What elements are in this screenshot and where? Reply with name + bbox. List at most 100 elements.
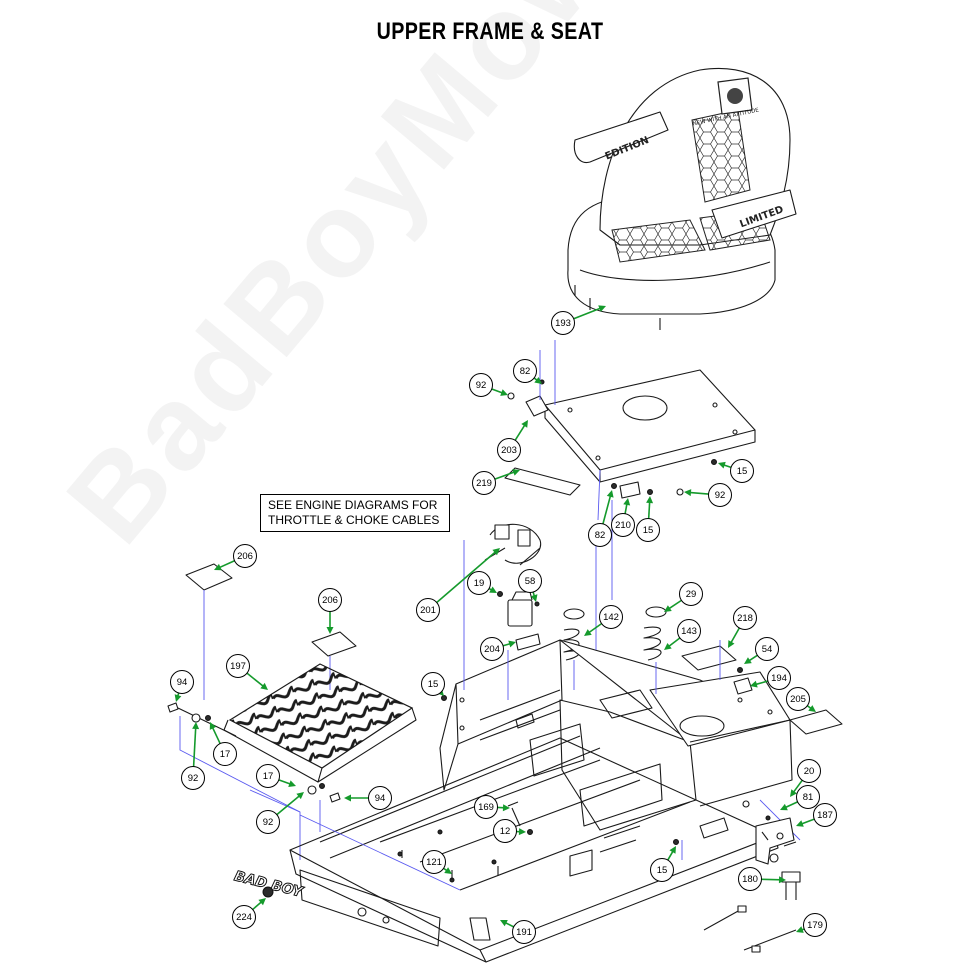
callout-201[interactable]: 201 [416, 598, 440, 622]
callout-197[interactable]: 197 [226, 654, 250, 678]
callout-circle[interactable] [518, 569, 542, 593]
callout-15[interactable]: 15 [730, 459, 754, 483]
callout-29[interactable]: 29 [679, 582, 703, 606]
leader-lines [174, 305, 816, 933]
leader-arrow-121 [444, 867, 452, 874]
leader-line-224 [252, 900, 263, 911]
callout-12[interactable]: 12 [493, 819, 517, 843]
callout-17[interactable]: 17 [213, 742, 237, 766]
callout-label: 180 [742, 874, 758, 885]
callout-218[interactable]: 218 [733, 606, 757, 630]
callout-circle[interactable] [513, 359, 537, 383]
callout-circle[interactable] [181, 766, 205, 790]
callout-circle[interactable] [256, 764, 280, 788]
callout-circle[interactable] [467, 571, 491, 595]
callout-circle[interactable] [368, 786, 392, 810]
callout-circle[interactable] [256, 810, 280, 834]
callout-circle[interactable] [551, 311, 575, 335]
callout-circle[interactable] [512, 920, 536, 944]
callout-92[interactable]: 92 [256, 810, 280, 834]
callout-92[interactable]: 92 [708, 483, 732, 507]
callout-206[interactable]: 206 [233, 544, 257, 568]
leader-line-197 [246, 672, 265, 688]
callout-circle[interactable] [786, 687, 810, 711]
callout-circle[interactable] [755, 637, 779, 661]
callout-54[interactable]: 54 [755, 637, 779, 661]
callout-circle[interactable] [679, 582, 703, 606]
page-title: UPPER FRAME & SEAT [376, 18, 604, 45]
callout-circle[interactable] [226, 654, 250, 678]
callout-circle[interactable] [497, 438, 521, 462]
floor-pan [167, 663, 417, 803]
leader-arrow-58 [530, 594, 538, 602]
leader-line-82 [602, 494, 612, 525]
callout-20[interactable]: 20 [797, 759, 821, 783]
callout-204[interactable]: 204 [480, 637, 504, 661]
callout-205[interactable]: 205 [786, 687, 810, 711]
callout-circle[interactable] [213, 742, 237, 766]
callout-81[interactable]: 81 [796, 785, 820, 809]
callout-82[interactable]: 82 [588, 523, 612, 547]
leader-line-92 [276, 794, 301, 816]
callout-180[interactable]: 180 [738, 867, 762, 891]
callout-circle[interactable] [480, 637, 504, 661]
callout-143[interactable]: 143 [677, 619, 701, 643]
callout-circle[interactable] [421, 672, 445, 696]
callout-142[interactable]: 142 [599, 605, 623, 629]
decal-205 [789, 709, 843, 735]
callout-circle[interactable] [232, 905, 256, 929]
leader-arrow-201 [492, 548, 500, 556]
callout-circle[interactable] [650, 858, 674, 882]
callout-circle[interactable] [738, 867, 762, 891]
callout-92[interactable]: 92 [181, 766, 205, 790]
callout-circle[interactable] [493, 819, 517, 843]
callout-169[interactable]: 169 [474, 795, 498, 819]
callout-203[interactable]: 203 [497, 438, 521, 462]
callout-82[interactable]: 82 [513, 359, 537, 383]
callout-210[interactable]: 210 [611, 513, 635, 537]
callout-circle[interactable] [611, 513, 635, 537]
callout-121[interactable]: 121 [422, 850, 446, 874]
callout-19[interactable]: 19 [467, 571, 491, 595]
callout-194[interactable]: 194 [767, 666, 791, 690]
callout-circle[interactable] [708, 483, 732, 507]
callout-circle[interactable] [636, 518, 660, 542]
callout-15[interactable]: 15 [650, 858, 674, 882]
callout-circle[interactable] [797, 759, 821, 783]
callout-94[interactable]: 94 [368, 786, 392, 810]
callout-circle[interactable] [599, 605, 623, 629]
leader-arrow-206 [214, 563, 222, 571]
callout-circle[interactable] [472, 471, 496, 495]
callout-circle[interactable] [677, 619, 701, 643]
callout-58[interactable]: 58 [518, 569, 542, 593]
leader-arrow-204 [508, 640, 516, 648]
callout-circle[interactable] [422, 850, 446, 874]
callout-circle[interactable] [233, 544, 257, 568]
callout-circle[interactable] [588, 523, 612, 547]
callout-187[interactable]: 187 [813, 803, 837, 827]
callout-circle[interactable] [733, 606, 757, 630]
callout-circle[interactable] [170, 670, 194, 694]
callout-circle[interactable] [803, 913, 827, 937]
callout-circle[interactable] [767, 666, 791, 690]
callout-193[interactable]: 193 [551, 311, 575, 335]
callout-circle[interactable] [469, 373, 493, 397]
callout-circle[interactable] [474, 795, 498, 819]
callout-179[interactable]: 179 [803, 913, 827, 937]
callout-circle[interactable] [796, 785, 820, 809]
callout-label: 193 [555, 318, 571, 329]
callout-206[interactable]: 206 [318, 588, 342, 612]
callout-191[interactable]: 191 [512, 920, 536, 944]
callout-circle[interactable] [416, 598, 440, 622]
leader-arrow-187 [796, 820, 804, 827]
callout-circle[interactable] [813, 803, 837, 827]
callout-219[interactable]: 219 [472, 471, 496, 495]
callout-circle[interactable] [318, 588, 342, 612]
callout-15[interactable]: 15 [636, 518, 660, 542]
callout-circle[interactable] [730, 459, 754, 483]
callout-94[interactable]: 94 [170, 670, 194, 694]
callout-224[interactable]: 224 [232, 905, 256, 929]
callout-92[interactable]: 92 [469, 373, 493, 397]
callout-17[interactable]: 17 [256, 764, 280, 788]
callout-15[interactable]: 15 [421, 672, 445, 696]
